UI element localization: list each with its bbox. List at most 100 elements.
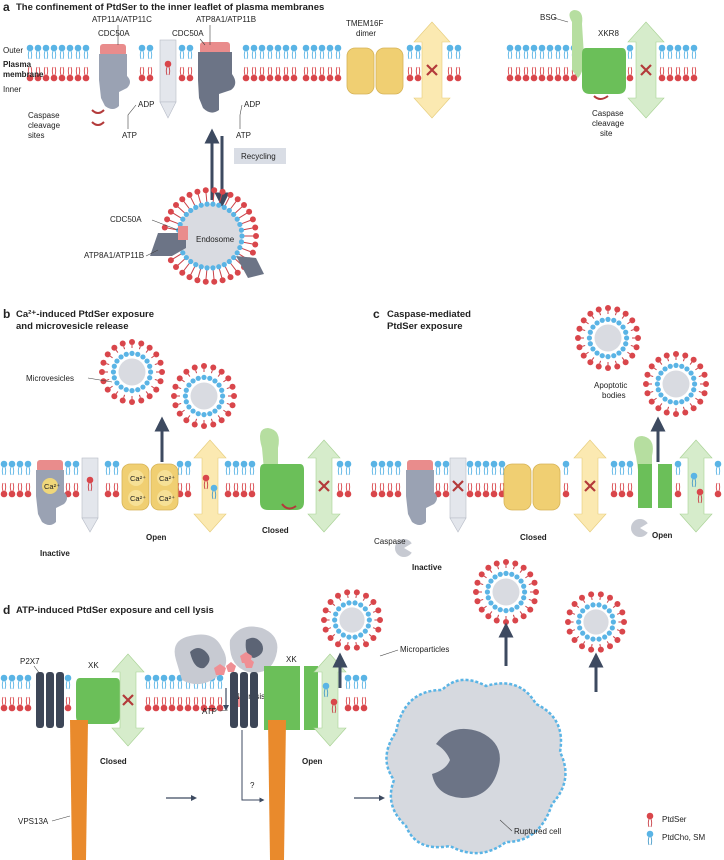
inner-leaflet-label: Inner (3, 85, 22, 94)
atp-molecule-1 (214, 664, 226, 675)
calcium-ion-3 (157, 470, 173, 486)
panel-a-right: BSG XKR8 Caspase cleavage site (540, 10, 665, 138)
vps13a-protein-2 (268, 720, 286, 860)
lipid (138, 66, 146, 82)
lipid (192, 696, 200, 712)
ruptured-cell-label: Ruptured cell (514, 827, 561, 836)
lipid (626, 482, 634, 498)
lipid (674, 482, 682, 498)
atp11-label: ATP11A/ATP11C (92, 15, 152, 24)
lipid (474, 482, 482, 498)
lipid (144, 674, 152, 690)
panel-a-letter: a (3, 0, 10, 14)
lipid (370, 460, 378, 476)
xk-closed (76, 678, 120, 724)
xk-label-2: XK (286, 655, 297, 664)
lipid (482, 460, 490, 476)
lipid (34, 66, 42, 82)
lipid (394, 460, 402, 476)
lipid (74, 66, 82, 82)
endosome (161, 187, 259, 285)
lipid (474, 460, 482, 476)
outer-leaflet-label: Outer (3, 46, 23, 55)
lipid (178, 44, 186, 60)
lipid (152, 696, 160, 712)
lipid (352, 696, 360, 712)
lipid (360, 696, 368, 712)
xkr8-protein (582, 48, 626, 94)
p2x7-active-helix-1 (230, 672, 238, 728)
lipid (386, 460, 394, 476)
lipid (562, 482, 570, 498)
lipid (0, 460, 8, 476)
lipid (414, 44, 422, 60)
lipid (538, 66, 546, 82)
bsg-protein (569, 10, 584, 78)
lipid (74, 44, 82, 60)
panel-d-title: ATP-induced PtdSer exposure and cell lys… (16, 605, 214, 616)
lipid (184, 460, 192, 476)
closed-label-c: Closed (520, 533, 547, 542)
lipid (466, 482, 474, 498)
lipid (538, 44, 546, 60)
lipid (104, 460, 112, 476)
lipid (240, 482, 248, 498)
panel-d: Necrosis ATP P2X7 XK VPS13A Closed XK ? … (18, 559, 705, 860)
lipid (658, 66, 666, 82)
lipid (186, 66, 194, 82)
calcium-label-flippase: Ca²⁺ (44, 482, 60, 491)
p2x7-helix-3 (56, 672, 64, 728)
lipid (530, 44, 538, 60)
lipid (562, 460, 570, 476)
lipid (16, 674, 24, 690)
lipid (146, 44, 154, 60)
lipid (674, 44, 682, 60)
caspase-site-label-2: cleavage (592, 119, 625, 128)
lipid (8, 696, 16, 712)
lipid (302, 66, 310, 82)
lipid (24, 482, 32, 498)
lipid (554, 44, 562, 60)
lipid (334, 66, 342, 82)
calcium-label-3: Ca²⁺ (159, 474, 175, 483)
lipid (216, 674, 224, 690)
lipid (16, 696, 24, 712)
xk-label: XK (88, 661, 99, 670)
caspase-enzyme-2-mouth (640, 522, 650, 534)
lipid (674, 460, 682, 476)
lipid (506, 66, 514, 82)
lipid (522, 44, 530, 60)
calcium-ion-1 (128, 470, 144, 486)
lipid (334, 44, 342, 60)
lipid (310, 44, 318, 60)
lipid (184, 482, 192, 498)
lipid (26, 44, 34, 60)
xkr8-closed (260, 464, 304, 510)
lipid (274, 44, 282, 60)
lipid (344, 696, 352, 712)
lipid (490, 460, 498, 476)
lipid (184, 696, 192, 712)
lipid (610, 482, 618, 498)
lipid (290, 66, 298, 82)
lipid (50, 66, 58, 82)
panel-a-left: Outer Plasma membrane Inner CDC50A ATP11… (3, 15, 286, 285)
atp11a-flippase (99, 44, 130, 109)
apoptotic-body-1 (575, 305, 641, 371)
flippase-cleaved (406, 460, 437, 525)
microparticles-label: Microparticles (400, 645, 449, 654)
bsg-b (260, 428, 279, 470)
endosome-label: Endosome (196, 235, 235, 244)
lipid (454, 66, 462, 82)
apoptotic-label-2: bodies (602, 391, 626, 400)
bsg-label: BSG (540, 13, 557, 22)
lipid (66, 66, 74, 82)
lipid (514, 66, 522, 82)
lipid (394, 482, 402, 498)
adp-label: ADP (138, 100, 154, 109)
lipid (714, 460, 722, 476)
xk-open-right (304, 666, 318, 730)
flippase-channel-c-head (449, 517, 467, 533)
lipid (522, 66, 530, 82)
lipid (344, 674, 352, 690)
